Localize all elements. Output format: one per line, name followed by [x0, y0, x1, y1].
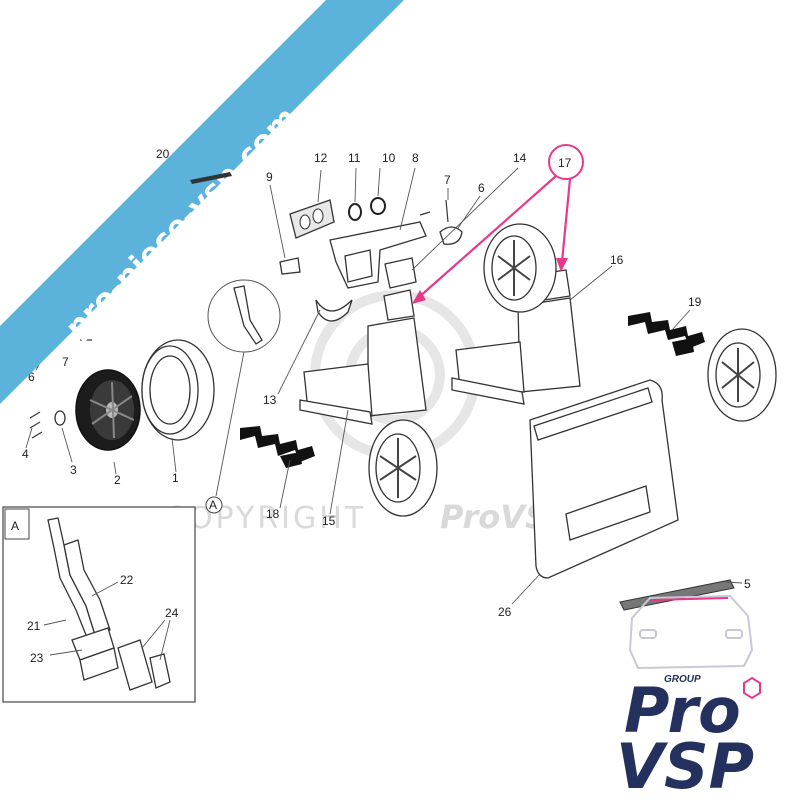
part-number-20: 20	[156, 147, 170, 161]
part-numbers: 1 2 3 4 5 6 6 7 7 8 9 10 11 12 13 14 15 …	[22, 147, 751, 619]
logo-group-text: GROUP	[664, 674, 701, 685]
instrument-bezel	[289, 199, 335, 239]
dashboard-panel	[329, 221, 427, 289]
part-number-21: 21	[27, 619, 41, 633]
seat-right	[451, 269, 581, 405]
part-number-12: 12	[314, 151, 328, 165]
part-number-6-left: 6	[28, 370, 35, 384]
part-number-24: 24	[165, 606, 179, 620]
part-number-7: 7	[444, 173, 451, 187]
provsp-logo: GROUP Pro VSP	[616, 594, 761, 800]
logo-line-vsp: VSP	[616, 730, 754, 800]
tyre	[141, 339, 215, 441]
part-number-16: 16	[610, 253, 624, 267]
callout-letter: A	[209, 498, 217, 512]
part-number-19: 19	[688, 295, 702, 309]
rings	[348, 197, 386, 221]
inset-letter: A	[11, 519, 19, 533]
part-number-3: 3	[70, 463, 77, 477]
small-bracket	[279, 257, 301, 275]
part-number-5: 5	[744, 577, 751, 591]
wheel-right	[707, 328, 777, 422]
highlight-callout-17: 17	[412, 144, 584, 304]
part-number-10: 10	[382, 151, 396, 165]
part-number-9: 9	[266, 170, 273, 184]
leader-lines	[25, 161, 743, 605]
part-number-2: 2	[114, 473, 121, 487]
part-number-23: 23	[30, 651, 44, 665]
checker-stripe-right	[603, 312, 705, 356]
part-number-1: 1	[172, 471, 179, 485]
inset-box-a: A 21 22 23 24	[2, 506, 196, 703]
logo-line-pro: Pro	[624, 674, 741, 747]
part-number-15: 15	[322, 514, 336, 528]
wheel-hardware	[29, 410, 66, 439]
part-number-7-left: 7	[62, 355, 69, 369]
handle-loop	[439, 226, 463, 245]
watermark-copyright: COPYRIGHT	[165, 501, 366, 536]
part-number-13: 13	[263, 393, 277, 407]
tailgate	[529, 379, 679, 579]
part-number-17: 17	[558, 156, 572, 170]
screws-7	[80, 199, 449, 341]
wheel-top	[483, 223, 557, 313]
cable-20	[190, 172, 232, 184]
seat-left	[299, 289, 427, 425]
part-number-22: 22	[120, 573, 134, 587]
wheel-rim	[75, 369, 141, 451]
wheel-center	[368, 419, 438, 517]
part-number-8: 8	[412, 151, 419, 165]
weatherstrip	[619, 579, 735, 611]
part-number-26: 26	[498, 605, 512, 619]
callout-circle-a: A	[205, 279, 281, 514]
display-screen	[384, 257, 417, 289]
part-number-14: 14	[513, 151, 527, 165]
part-number-4: 4	[22, 447, 29, 461]
part-number-11: 11	[348, 151, 361, 165]
part-number-6: 6	[478, 181, 485, 195]
part-number-18: 18	[266, 507, 280, 521]
checker-stripe-left	[215, 426, 315, 468]
